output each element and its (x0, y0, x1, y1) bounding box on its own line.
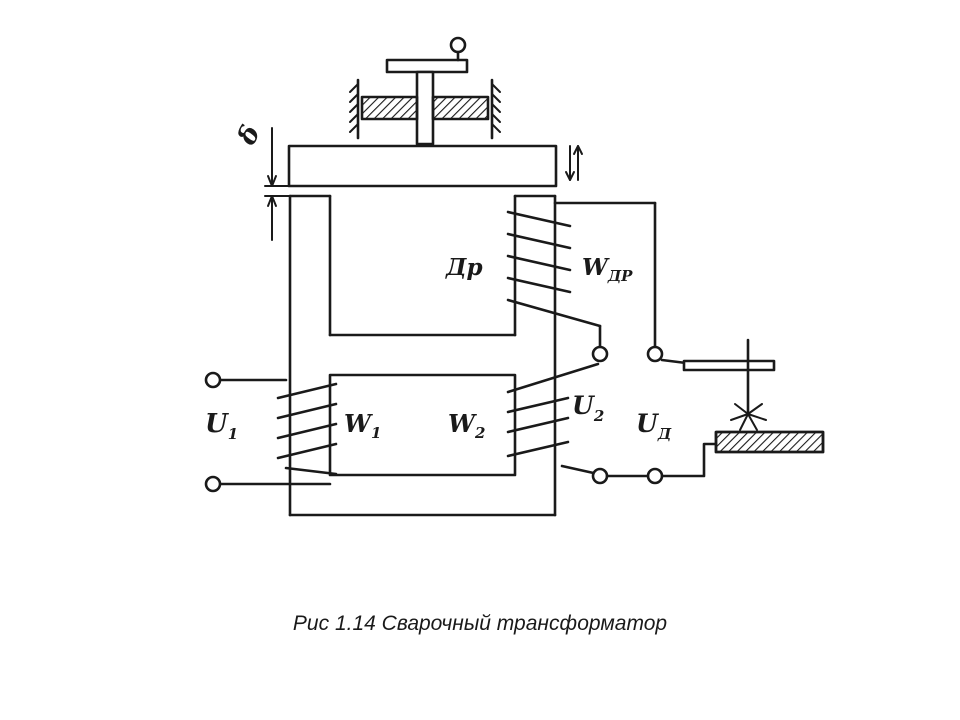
secondary-winding (506, 362, 600, 476)
welding-transformer-diagram: δ Др WДР U1 W1 W2 U2 UД (204, 36, 825, 517)
welding-arc (730, 403, 767, 431)
label-u1-main: U (205, 409, 229, 439)
label-u2-main: U (572, 391, 596, 420)
label-ud-sub: Д (657, 425, 672, 443)
label-w-dr-sub: ДР (607, 267, 633, 285)
label-u1: U1 (205, 409, 238, 443)
label-u1-sub: 1 (228, 425, 238, 443)
label-w1-sub: 1 (371, 424, 381, 442)
electrode-terminal (646, 345, 664, 363)
label-w2: W2 (448, 409, 485, 442)
output-circuit (605, 338, 825, 478)
label-w1: W1 (344, 409, 381, 442)
label-w-dr-main: W (582, 254, 610, 281)
label-ud: UД (636, 409, 672, 443)
input-terminal-bottom (204, 475, 222, 493)
screw-mechanism (349, 36, 501, 162)
label-delta: δ (232, 121, 267, 150)
secondary-terminal (591, 467, 609, 485)
label-w1-main: W (344, 409, 373, 438)
screw-nut-left (360, 95, 419, 121)
label-w2-main: W (448, 409, 477, 438)
label-choke: Др (445, 254, 483, 281)
terminals (204, 345, 664, 493)
choke-winding (506, 201, 657, 349)
label-ud-main: U (636, 409, 660, 438)
screw-shaft (415, 70, 435, 146)
motion-arrows (565, 145, 583, 181)
figure-caption: Рис 1.14 Сварочный трансформатор (292, 612, 668, 635)
input-terminal-top (204, 371, 222, 389)
label-u2-sub: 2 (593, 407, 604, 425)
workpiece (714, 430, 825, 454)
primary-winding (218, 378, 338, 486)
label-w2-sub: 2 (474, 424, 485, 442)
label-u2: U2 (572, 391, 604, 425)
screw-handle (385, 58, 469, 74)
movable-yoke (287, 144, 558, 188)
label-w-dr: WДР (582, 254, 633, 285)
choke-terminal (591, 345, 609, 363)
screw-nut-right (431, 95, 490, 121)
screw-knob (449, 36, 467, 54)
magnetic-core (288, 194, 557, 517)
electrode-holder (682, 359, 776, 372)
workpiece-terminal (646, 467, 664, 485)
